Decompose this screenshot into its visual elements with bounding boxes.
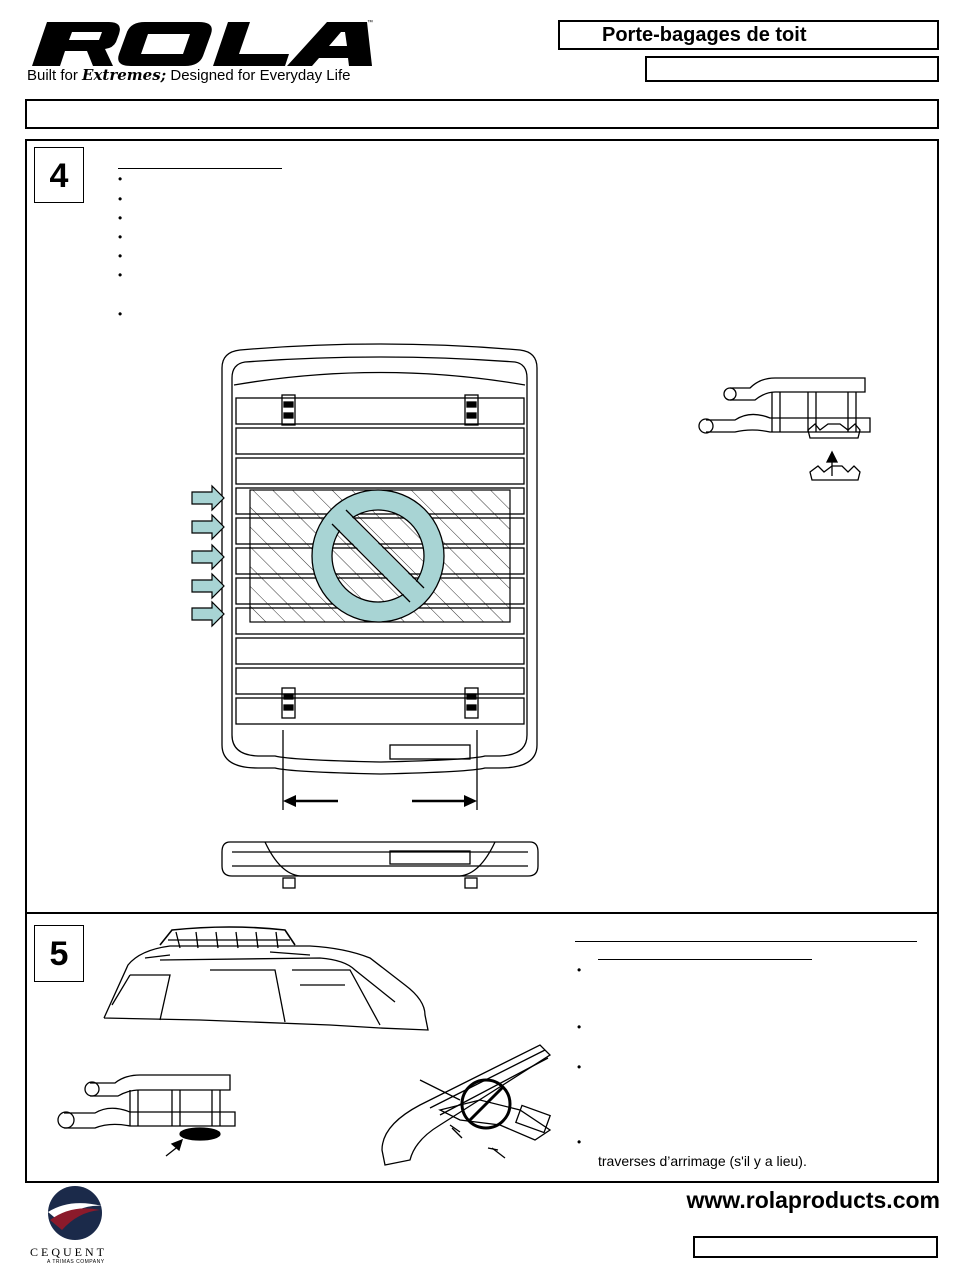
tagline-post: Designed for Everyday Life (166, 67, 351, 84)
step-divider (25, 912, 939, 914)
step-5-last-bullet-text: traverses d’arrimage (s'il y a lieu). (598, 1153, 807, 1169)
step-5-subheading-underline (598, 959, 812, 960)
crossbar-detail-diagram (381, 1044, 552, 1166)
tagline-pre: Built for (27, 67, 83, 84)
step-5-bullet: • (577, 1135, 582, 1149)
part-number-box (645, 56, 939, 82)
arrow-right-icon (191, 513, 225, 541)
tagline-extremes: Extremes; (82, 66, 167, 84)
step-5-bullet: • (577, 963, 582, 977)
step-5-heading-underline (575, 941, 917, 942)
dimension-indicator (282, 730, 478, 810)
arrow-right-icon (191, 484, 225, 512)
no-symbol-icon (311, 489, 445, 623)
svg-text:™: ™ (367, 19, 373, 26)
website-url: www.rolaproducts.com (686, 1187, 940, 1213)
step-4-number: 4 (34, 147, 84, 203)
rola-logo: ™ (27, 18, 377, 68)
step-4-bullet: • (118, 249, 123, 263)
document-title: Porte-bagages de toit (558, 20, 939, 50)
step-4-bullet: • (118, 172, 123, 186)
step-5-number: 5 (34, 925, 84, 982)
vehicle-diagram (103, 926, 429, 1031)
bracket-install-diagram (57, 1074, 236, 1157)
header-bar (25, 99, 939, 129)
step-4-bullet: • (118, 192, 123, 206)
step-4-bullet: • (118, 230, 123, 244)
step-4-bullet: • (118, 307, 123, 321)
footer-box (693, 1236, 938, 1258)
company-subtitle: A TRIMAS COMPANY (47, 1259, 105, 1265)
instructions-frame (25, 139, 939, 1183)
tagline: Built for Extremes; Designed for Everyda… (27, 66, 350, 84)
step-5-bullet: • (577, 1060, 582, 1074)
cequent-logo-icon (48, 1186, 102, 1240)
load-direction-arrows (191, 484, 225, 628)
step-4-bullet: • (118, 268, 123, 282)
step-4-bullet: • (118, 211, 123, 225)
arrow-right-icon (191, 572, 225, 600)
bracket-detail-diagram (698, 377, 871, 481)
step-4-heading-underline (118, 168, 282, 169)
arrow-right-icon (191, 543, 225, 571)
arrow-right-icon (191, 600, 225, 628)
company-name: CEQUENT (30, 1245, 107, 1259)
rola-logo-graphic: ™ (32, 19, 373, 66)
rack-front-view-diagram (221, 841, 539, 889)
step-5-bullet: • (577, 1020, 582, 1034)
